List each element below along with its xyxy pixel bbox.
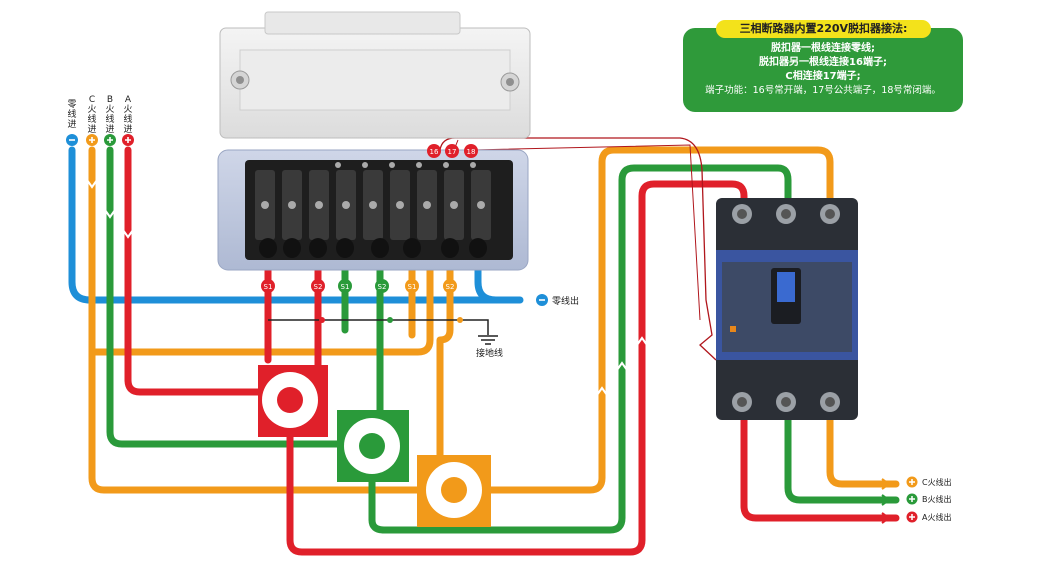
- terminal-badges: 16 17 18: [427, 144, 478, 158]
- b-phase-out: [784, 401, 900, 504]
- a-out-label: A火线出: [922, 512, 951, 522]
- input-label-neutral: 零线进: [67, 100, 77, 130]
- terminal-16: 16: [430, 148, 439, 156]
- circuit-breaker: [716, 198, 858, 420]
- b-phase-wire: [106, 146, 344, 448]
- note-title: 三相断路器内置220V脱扣器接法:: [716, 20, 931, 38]
- neutral-out-label: 零线出: [552, 295, 579, 307]
- neutral-tap: [474, 251, 500, 304]
- c-phase-out: [826, 401, 900, 488]
- a-phase-ct: [264, 254, 322, 369]
- a-phase-out: [740, 401, 900, 522]
- ct-a: [258, 365, 328, 437]
- a-phase-wire: [124, 146, 266, 396]
- ct-b: [337, 410, 409, 482]
- note-line-4: 端子功能：16号常开端，17号公共端子，18号常闭端。: [705, 85, 941, 96]
- ground-symbol: [478, 335, 498, 345]
- c-phase-loop: [88, 146, 834, 494]
- ct-label-badges: S1 S2 S1 S2 S1 S2: [261, 279, 457, 293]
- ct-label-a-s1: S1: [264, 283, 273, 291]
- ct-label-a-s2: S2: [314, 283, 323, 291]
- terminal-17: 17: [448, 148, 457, 156]
- ct-c: [417, 455, 491, 527]
- c-phase-wire: [88, 146, 434, 356]
- c-phase-ct: [408, 256, 454, 474]
- a-phase-loop: [286, 180, 748, 556]
- ct-label-c-s1: S1: [408, 283, 417, 291]
- flow-arrows: [86, 179, 891, 524]
- terminal-18: 18: [467, 148, 476, 156]
- ct-label-c-s2: S2: [446, 283, 455, 291]
- instruction-note: 脱扣器一根线连接零线; 脱扣器另一根线连接16端子; C相连接17端子; 端子功…: [683, 28, 963, 112]
- input-label-b: B火线进: [105, 95, 115, 135]
- input-signs: [66, 134, 134, 146]
- b-phase-loop: [368, 164, 792, 534]
- input-label-a: A火线进: [123, 95, 133, 135]
- ct-label-b-s2: S2: [378, 283, 387, 291]
- ct-label-b-s1: S1: [341, 283, 350, 291]
- meter-box: [217, 11, 531, 271]
- note-line-3: C相连接17端子;: [785, 71, 861, 82]
- ground-label: 接地线: [476, 347, 503, 359]
- ground-wire: [268, 319, 489, 335]
- trip-wire: [429, 137, 717, 361]
- input-label-c: C火线进: [87, 95, 97, 135]
- note-line-2: 脱扣器另一根线连接16端子;: [759, 57, 887, 68]
- output-signs: [536, 294, 918, 523]
- b-out-label: B火线出: [922, 494, 952, 504]
- c-out-label: C火线出: [922, 477, 952, 487]
- note-line-1: 脱扣器一根线连接零线;: [771, 43, 875, 54]
